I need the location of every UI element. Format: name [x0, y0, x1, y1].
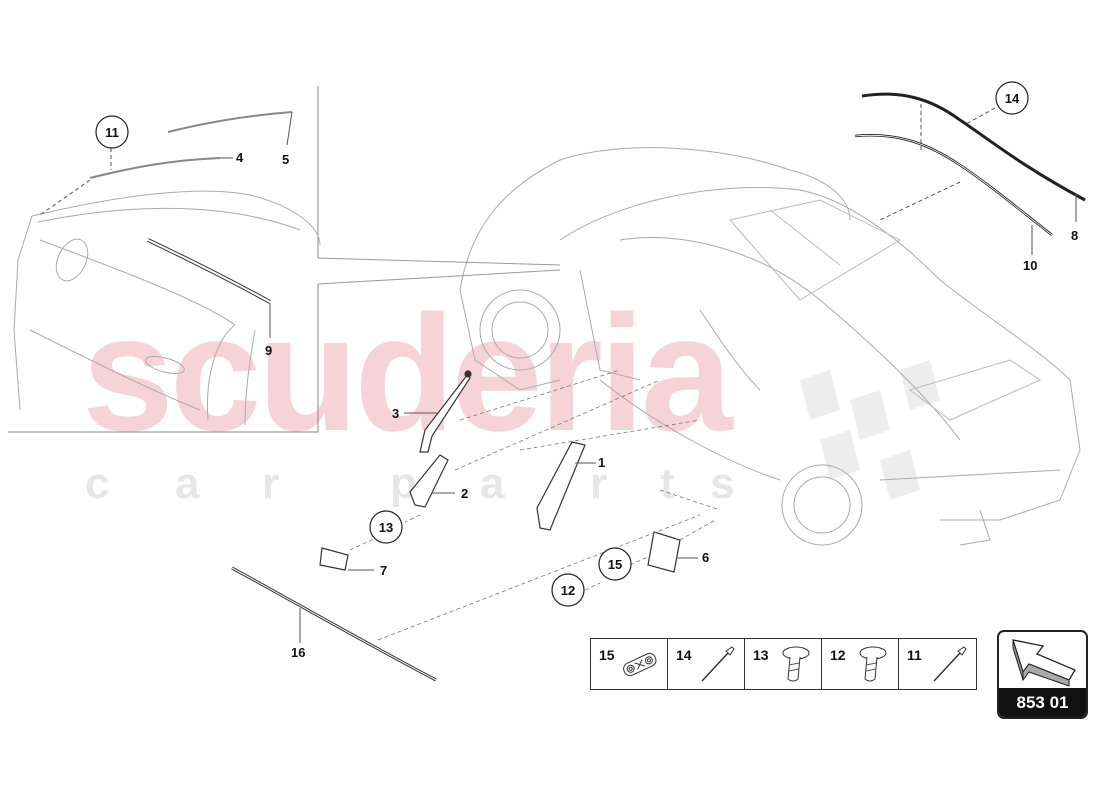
callout-10[interactable]: 10 — [1023, 258, 1037, 273]
circled-callout-12[interactable] — [551, 573, 585, 607]
callout-16[interactable]: 16 — [291, 645, 305, 660]
legend-num: 12 — [830, 647, 846, 663]
part-1-trim — [536, 441, 586, 531]
callout-4[interactable]: 4 — [236, 150, 244, 165]
watermark-sub-a: a — [175, 459, 200, 508]
part-2-trim — [409, 454, 449, 508]
legend-num: 13 — [753, 647, 769, 663]
part-leader-lines — [299, 412, 698, 643]
circled-callout-14[interactable] — [995, 81, 1029, 115]
rivet-icon — [933, 646, 967, 682]
circled-label-11: 11 — [105, 125, 119, 140]
watermark-sub-a2: a — [480, 459, 505, 508]
assembly-dashed-lines — [349, 369, 721, 641]
legend-item-11[interactable]: 11 — [899, 639, 976, 689]
watermark-sub-s: s — [710, 459, 734, 508]
legend-num: 14 — [676, 647, 692, 663]
circled-label-14: 14 — [1005, 91, 1020, 106]
watermark-sub-r: r — [262, 459, 279, 508]
callout-3[interactable]: 3 — [392, 406, 399, 421]
watermark: scuderia c a r p a r t s — [82, 281, 940, 508]
vehicle-drawing — [459, 147, 1081, 546]
callout-6[interactable]: 6 — [702, 550, 709, 565]
callout-2[interactable]: 2 — [461, 486, 468, 501]
callout-numbers: 1 2 3 4 5 6 7 8 9 10 16 — [236, 150, 1078, 660]
legend-num: 11 — [907, 647, 922, 663]
rivet-icon — [701, 646, 735, 682]
legend-num: 15 — [599, 647, 615, 663]
circled-callout-13[interactable] — [369, 510, 403, 544]
callout-1[interactable]: 1 — [598, 455, 605, 470]
callout-8[interactable]: 8 — [1071, 228, 1078, 243]
part-3-trim — [419, 372, 471, 453]
navigation-box[interactable]: 853 01 — [997, 630, 1088, 719]
circled-label-12: 12 — [561, 583, 575, 598]
circled-callout-15[interactable] — [598, 547, 632, 581]
watermark-sub-r2: r — [590, 459, 607, 508]
legend-item-14[interactable]: 14 — [668, 639, 745, 689]
legend-item-15[interactable]: 15 — [591, 639, 668, 689]
watermark-sub-t: t — [660, 459, 675, 508]
roof-leader-lines — [879, 104, 1077, 255]
screw-icon — [859, 646, 887, 682]
screw-icon — [782, 646, 810, 682]
detail-inset — [8, 86, 561, 433]
callout-5[interactable]: 5 — [282, 152, 289, 167]
circled-label-13: 13 — [379, 520, 393, 535]
circled-label-15: 15 — [608, 557, 622, 572]
inset-parts — [89, 111, 293, 304]
part-7-cap — [319, 547, 349, 571]
navigation-arrow-icon — [1012, 639, 1076, 687]
circled-callout-labels: 11 14 13 15 12 — [105, 91, 1020, 598]
callout-9[interactable]: 9 — [265, 343, 272, 358]
inset-leader-lines — [39, 111, 293, 338]
fastener-legend: 15 14 13 12 11 — [590, 638, 977, 690]
callout-7[interactable]: 7 — [380, 563, 387, 578]
circled-callout-11[interactable] — [95, 115, 129, 149]
watermark-sub-c: c — [85, 459, 109, 508]
checkered-flag-watermark — [800, 360, 940, 500]
circled-callouts — [95, 81, 1029, 607]
legend-item-13[interactable]: 13 — [745, 639, 822, 689]
watermark-main: scuderia — [82, 281, 734, 465]
legend-item-12[interactable]: 12 — [822, 639, 899, 689]
diagram-code: 853 01 — [999, 688, 1086, 717]
trim-parts — [319, 370, 681, 573]
clip-plate-icon — [623, 652, 657, 677]
part-6-bracket — [647, 531, 681, 573]
inset-door-drawing — [13, 190, 321, 426]
roof-rails — [854, 92, 1086, 236]
